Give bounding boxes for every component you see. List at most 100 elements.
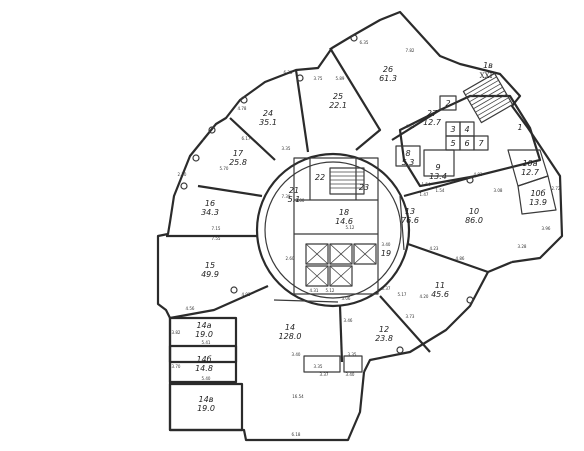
core-inner-ring xyxy=(264,161,402,299)
dim-label: 5.70 xyxy=(220,166,229,171)
partition-14-top xyxy=(273,299,339,303)
room-22-num: 22 xyxy=(315,173,325,182)
dim-label: 3.37 xyxy=(382,286,391,291)
core-stair xyxy=(329,167,365,195)
cell-7 xyxy=(473,135,489,151)
stair-xxi-hatch xyxy=(465,76,511,120)
room-26-area: 61.3 xyxy=(379,74,397,83)
room-17-area: 25.8 xyxy=(229,158,247,167)
room-19-num: 19 xyxy=(381,249,391,258)
room-1-num: 1 xyxy=(517,123,522,132)
dim-label: 5.41 xyxy=(202,340,211,345)
room-7-num: 7 xyxy=(478,139,484,148)
dim-label: 3.08 xyxy=(494,188,503,193)
dim-label: 3.40 xyxy=(292,352,301,357)
west-small-rooms xyxy=(168,316,363,432)
dim-label: 3.82 xyxy=(172,330,181,335)
core-box xyxy=(293,157,379,295)
dim-label: 7.15 xyxy=(212,226,221,231)
partition-25-26 xyxy=(329,47,382,151)
room-25-num: 25 xyxy=(333,92,343,101)
dim-label: 1.54 xyxy=(422,182,431,187)
room-10b-num: 10б xyxy=(530,189,545,198)
dim-label: 3.96 xyxy=(542,226,551,231)
dim-label: 5.17 xyxy=(398,292,407,297)
dim-label: 4.31 xyxy=(310,288,319,293)
ne-block-outline xyxy=(398,94,542,188)
room-13-num: 13 xyxy=(405,207,415,216)
partition-24-25 xyxy=(294,69,310,153)
partition-12-14 xyxy=(338,305,344,363)
room-11-area: 45.6 xyxy=(431,290,449,299)
dim-label: 1.47 xyxy=(420,192,429,197)
dim-label: 6.35 xyxy=(360,40,369,45)
partition-13-inner xyxy=(399,195,405,251)
dim-label: 3.46 xyxy=(344,318,353,323)
room-10-num: 10 xyxy=(469,207,479,216)
dim-label: 5.40 xyxy=(202,376,211,381)
room-14b-num: 14б xyxy=(196,355,211,364)
outer-wall-west xyxy=(156,139,204,319)
room-9-box xyxy=(423,149,455,177)
dim-label: 4.86 xyxy=(456,256,465,261)
stair-xxi-label: XXI xyxy=(480,72,493,80)
room-17-num: 17 xyxy=(233,149,244,158)
ne-service-block xyxy=(395,72,542,188)
room-14a-area: 19.0 xyxy=(195,330,213,339)
room-15-num: 15 xyxy=(205,261,215,270)
room-15-area: 49.9 xyxy=(201,270,219,279)
dim-label: 2.72 xyxy=(552,186,561,191)
outer-wall-east xyxy=(363,260,513,373)
dim-label: 4.42 xyxy=(406,124,415,129)
dim-label: 3.37 xyxy=(320,372,329,377)
dimension-labels: 6.35 7.82 3.75 6.38 4.78 5.70 6.17 3.35 … xyxy=(172,40,561,437)
room-6-num: 6 xyxy=(464,139,469,148)
dim-label: 6.38 xyxy=(284,70,293,75)
small-box-14b xyxy=(343,355,363,373)
room-14v-box xyxy=(168,382,244,432)
dim-label: 6.17 xyxy=(242,136,251,141)
room-10a-area: 12.7 xyxy=(521,168,540,177)
room-10b-area: 13.9 xyxy=(529,198,547,207)
dim-label: 3.35 xyxy=(314,364,323,369)
room-14-area: 128.0 xyxy=(279,332,302,341)
columns xyxy=(180,34,474,354)
partition-11-12 xyxy=(379,295,431,353)
core-outer-ring xyxy=(255,152,411,308)
room-18-area: 14.6 xyxy=(335,217,353,226)
central-core xyxy=(255,152,411,308)
room-14v-area: 19.0 xyxy=(197,404,215,413)
room-27-area: 12.7 xyxy=(423,118,442,127)
room-8-area: 5.3 xyxy=(402,158,415,167)
room-11-num: 11 xyxy=(435,281,445,290)
room-8-box xyxy=(395,145,421,167)
dim-label: 4.20 xyxy=(420,294,429,299)
room-9-area: 13.4 xyxy=(429,172,447,181)
dim-label: 3.35 xyxy=(282,146,291,151)
dim-label: 5.12 xyxy=(326,288,335,293)
room-14a-num: 14а xyxy=(196,321,211,330)
dim-label: 16.54 xyxy=(292,394,304,399)
dim-label: 1.54 xyxy=(436,188,445,193)
room-labels: 26 61.3 25 22.1 24 35.1 17 25.8 16 34.3 … xyxy=(195,61,547,413)
stair-xxi xyxy=(462,72,514,124)
room-12-area: 23.8 xyxy=(375,334,393,343)
dim-label: 5.89 xyxy=(336,76,345,81)
room-21-area: 5.1 xyxy=(288,195,301,204)
room-26-num: 26 xyxy=(383,65,393,74)
outer-wall-north xyxy=(202,10,564,264)
dim-label: 5.12 xyxy=(346,225,355,230)
partition-10-11 xyxy=(407,242,489,274)
dim-label: 4.56 xyxy=(186,306,195,311)
dim-label: 2.00 xyxy=(296,198,305,203)
dim-label: 2.30 xyxy=(178,172,187,177)
room-27-num: 27 xyxy=(427,109,438,118)
cell-2 xyxy=(439,95,457,111)
room-14a-box xyxy=(168,316,238,364)
room-12-num: 12 xyxy=(379,325,389,334)
room-18-num: 18 xyxy=(339,208,349,217)
partition-13-10 xyxy=(403,174,477,198)
room-4-num: 4 xyxy=(464,125,469,134)
room-2-num: 2 xyxy=(445,99,450,108)
